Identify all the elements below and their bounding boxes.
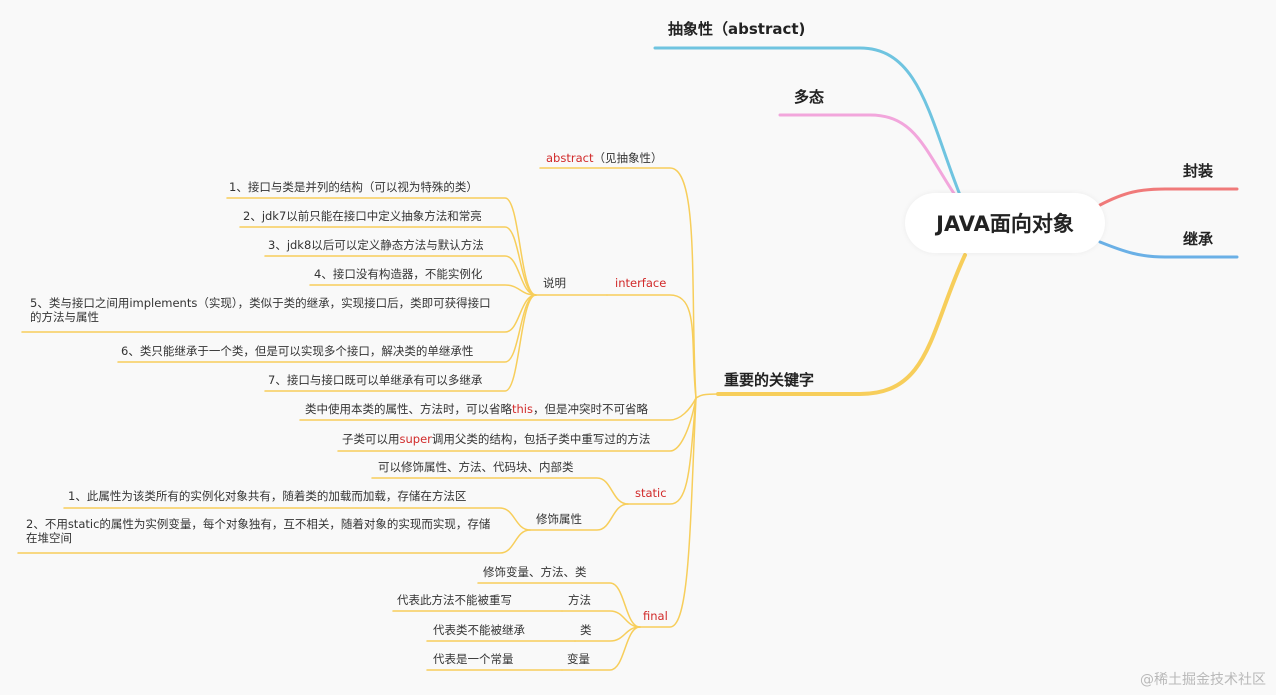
- static-attribute-item-2[interactable]: 2、不用static的属性为实例变量，每个对象独有，互不相关，随着对象的实现而实…: [26, 517, 491, 546]
- branch-keywords[interactable]: 重要的关键字: [724, 371, 815, 389]
- watermark: @稀土掘金技术社区: [1140, 672, 1266, 688]
- interface-item-1[interactable]: 1、接口与类是并列的结构（可以视为特殊的类）: [229, 180, 478, 194]
- branch-encapsulation[interactable]: 封装: [1183, 162, 1214, 180]
- this-before: 类中使用本类的属性、方法时，可以省略: [305, 402, 512, 416]
- static-usage[interactable]: 可以修饰属性、方法、代码块、内部类: [378, 460, 574, 474]
- final-usage[interactable]: 修饰变量、方法、类: [483, 565, 587, 579]
- branch-abstract[interactable]: 抽象性（abstract): [668, 20, 806, 38]
- keyword-this-item[interactable]: 类中使用本类的属性、方法时，可以省略this，但是冲突时不可省略: [305, 402, 648, 416]
- keywords-branch-line: [716, 253, 967, 396]
- final-class-desc[interactable]: 代表类不能被继承: [433, 623, 525, 637]
- this-keyword: this: [512, 402, 533, 416]
- final-class-label[interactable]: 类: [580, 623, 592, 637]
- keyword-abstract-note: （见抽象性）: [593, 151, 663, 165]
- keyword-static[interactable]: static: [635, 486, 667, 500]
- super-after: 调用父类的结构，包括子类中重写过的方法: [431, 432, 651, 446]
- interface-item-3[interactable]: 3、jdk8以后可以定义静态方法与默认方法: [268, 238, 484, 252]
- final-method-label[interactable]: 方法: [568, 593, 591, 607]
- final-variable-desc[interactable]: 代表是一个常量: [433, 652, 514, 666]
- final-variable-label[interactable]: 变量: [567, 652, 590, 666]
- keywords-stem: [695, 393, 719, 399]
- interface-item-5[interactable]: 5、类与接口之间用implements（实现），类似于类的继承，实现接口后，类即…: [30, 296, 491, 325]
- encapsulation-branch-line: [1098, 187, 1239, 207]
- root-node[interactable]: JAVA面向对象: [905, 193, 1105, 253]
- keyword-abstract[interactable]: abstract（见抽象性）: [546, 151, 662, 165]
- super-keyword: super: [399, 432, 432, 446]
- abstract-branch-line: [653, 46, 962, 197]
- keyword-final[interactable]: final: [643, 609, 668, 623]
- branch-inheritance[interactable]: 继承: [1183, 230, 1214, 248]
- static-attribute-label[interactable]: 修饰属性: [536, 512, 582, 526]
- root-label: JAVA面向对象: [936, 212, 1074, 236]
- branch-polymorphism[interactable]: 多态: [794, 88, 825, 106]
- keyword-interface[interactable]: interface: [615, 276, 667, 290]
- this-after: ，但是冲突时不可省略: [532, 402, 648, 416]
- inheritance-branch-line: [1098, 240, 1239, 259]
- interface-description-label[interactable]: 说明: [543, 276, 566, 290]
- super-before: 子类可以用: [342, 432, 400, 446]
- polymorphism-branch-line: [778, 113, 957, 197]
- final-method-desc[interactable]: 代表此方法不能被重写: [397, 593, 512, 607]
- keyword-super-item[interactable]: 子类可以用super调用父类的结构，包括子类中重写过的方法: [342, 432, 650, 446]
- interface-item-7[interactable]: 7、接口与接口既可以单继承有可以多继承: [268, 373, 483, 387]
- static-attribute-item-1[interactable]: 1、此属性为该类所有的实例化对象共有，随着类的加载而加载，存储在方法区: [68, 489, 467, 503]
- keyword-abstract-name: abstract: [546, 151, 594, 165]
- interface-item-2[interactable]: 2、jdk7以前只能在接口中定义抽象方法和常亮: [243, 209, 482, 223]
- interface-item-6[interactable]: 6、类只能继承于一个类，但是可以实现多个接口，解决类的单继承性: [121, 344, 474, 358]
- interface-item-4[interactable]: 4、接口没有构造器，不能实例化: [314, 267, 483, 281]
